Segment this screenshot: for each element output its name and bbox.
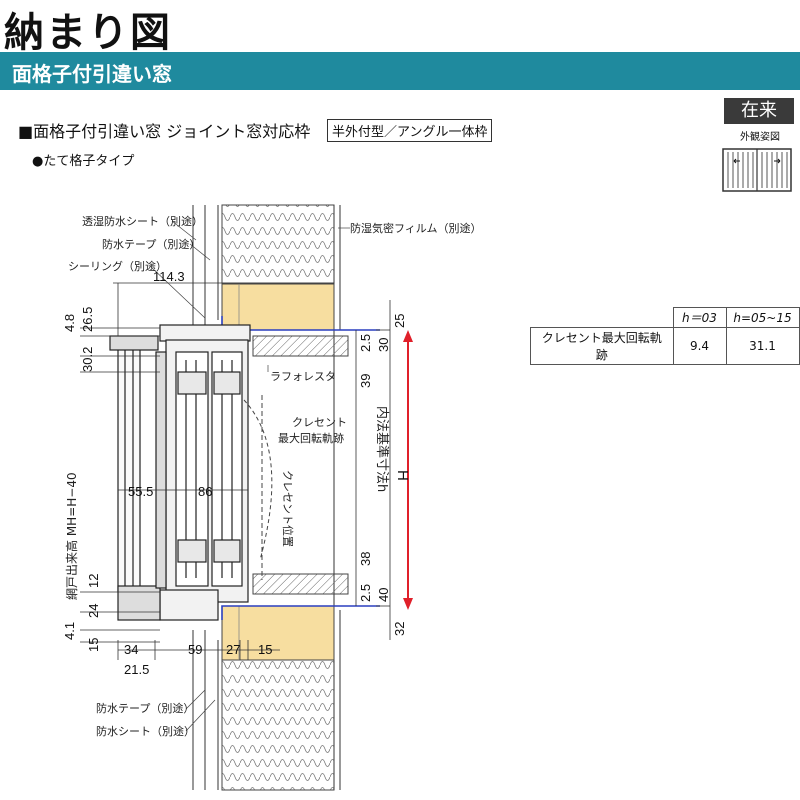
dim-21-5: 21.5: [124, 662, 149, 677]
height-label: H: [394, 470, 411, 481]
crescent-arc-line1: クレセント: [292, 416, 347, 429]
waterproof-sheet-bottom-label: 防水シート（別途）: [96, 724, 195, 738]
dim-39: 39: [358, 374, 373, 388]
crescent-position-label: クレセント位置: [281, 470, 295, 547]
table-row: クレセント最大回転軌跡 9.4 31.1: [530, 327, 800, 365]
banner: 面格子付引違い窓: [0, 52, 800, 90]
exterior-view-caption: 外観姿図: [740, 132, 780, 143]
screen-height-label: 網戸出来高 MH=H−40: [64, 472, 79, 600]
dim-15-left: 15: [86, 638, 101, 652]
waterproof-tape-top-label: 防水テープ（別途）: [102, 237, 200, 251]
dim-55-5: 55.5: [128, 484, 153, 499]
dim-27: 27: [226, 642, 240, 657]
dim-4-8: 4.8: [62, 314, 77, 332]
window-section: [109, 324, 251, 621]
dim-86: 86: [198, 484, 212, 499]
callout-leaders: [149, 220, 350, 732]
table-header-row: h＝03 h=05~15: [530, 307, 800, 328]
sealing-label: シーリング（別途）: [68, 259, 167, 273]
page-title: 納まり図: [4, 10, 172, 56]
dim-30-2: 30.2: [80, 347, 95, 372]
dim-34: 34: [124, 642, 138, 657]
table-cell: 31.1: [725, 327, 800, 365]
dim-59: 59: [188, 642, 202, 657]
dimension-lines: [80, 282, 391, 660]
frame-type-tag: 半外付型／アングル一体枠: [327, 119, 493, 142]
dim-30: 30: [376, 338, 391, 352]
product-heading: ■面格子付引違い窓 ジョイント窓対応枠: [18, 122, 311, 141]
dim-2-5-top: 2.5: [358, 334, 373, 352]
height-arrow: [403, 330, 413, 610]
dim-40: 40: [376, 588, 391, 602]
exterior-view-icon: [722, 148, 792, 192]
dim-12: 12: [86, 574, 101, 588]
wall-structure: [192, 204, 341, 791]
breathable-sheet-label: 透湿防水シート（別途）: [82, 214, 203, 228]
crescent-arc-line2: 最大回転軌跡: [278, 431, 344, 445]
interior-sill-trim: [252, 573, 349, 595]
table-header-cell: h＝03: [672, 307, 727, 328]
dim-114-3: 114.3: [153, 269, 185, 284]
inner-dimension-label: 内法基準寸法h: [374, 406, 390, 492]
crescent-arc-label: クレセント 最大回転軌跡: [278, 416, 351, 445]
waterproof-tape-bottom-label: 防水テープ（別途）: [96, 701, 194, 715]
dim-25: 25: [392, 314, 407, 328]
dim-24: 24: [86, 604, 101, 618]
dim-2-5-bottom: 2.5: [358, 584, 373, 602]
vapor-film-label: 防湿気密フィルム（別途）: [350, 221, 482, 235]
dim-26-5: 26.5: [80, 307, 95, 332]
table-header-cell: h=05~15: [725, 307, 800, 328]
dim-38: 38: [358, 552, 373, 566]
dim-15-right: 15: [258, 642, 272, 657]
banner-title: 面格子付引違い窓: [12, 62, 172, 86]
lafo-rester-label: ラフォレスタ: [270, 370, 336, 383]
table-cell: クレセント最大回転軌跡: [530, 327, 674, 365]
sill-lumber: [221, 605, 335, 661]
dim-32: 32: [392, 622, 407, 636]
header-lumber: [221, 283, 335, 331]
crescent-spec-table: h＝03 h=05~15 クレセント最大回転軌跡 9.4 31.1: [530, 307, 800, 365]
interior-head-trim: [252, 335, 349, 357]
dim-4-1: 4.1: [62, 622, 77, 640]
lattice-subtype: ●たて格子タイプ: [32, 154, 135, 169]
crescent-rotation-arc: [243, 399, 273, 561]
construction-type-badge: 在来: [724, 98, 794, 124]
